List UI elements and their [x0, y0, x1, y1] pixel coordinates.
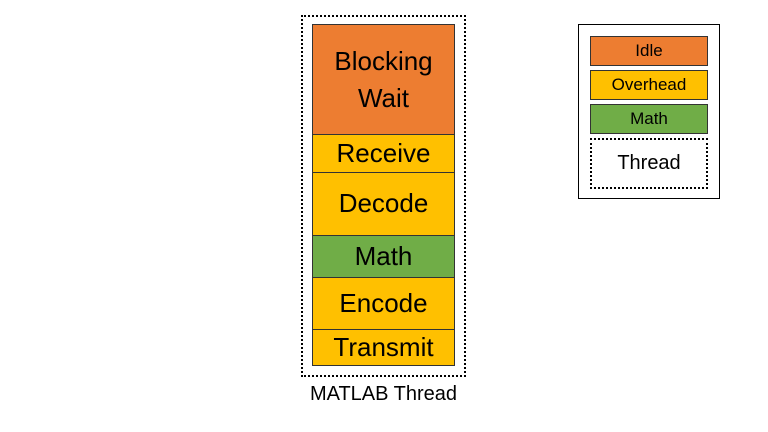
block-decode: Decode: [312, 172, 455, 236]
legend-item-math: Math: [590, 104, 708, 134]
legend-item-thread: Thread: [590, 138, 708, 189]
block-blocking-wait: Blocking Wait: [312, 24, 455, 135]
thread-caption: MATLAB Thread: [309, 383, 458, 405]
block-math: Math: [312, 235, 455, 278]
block-encode: Encode: [312, 277, 455, 330]
legend: Idle Overhead Math Thread: [578, 24, 720, 199]
legend-item-idle: Idle: [590, 36, 708, 66]
thread-block-stack: Blocking Wait Receive Decode Math Encode…: [312, 24, 455, 366]
matlab-thread-border: [301, 15, 466, 377]
block-transmit: Transmit: [312, 329, 455, 366]
block-receive: Receive: [312, 134, 455, 173]
legend-item-overhead: Overhead: [590, 70, 708, 100]
